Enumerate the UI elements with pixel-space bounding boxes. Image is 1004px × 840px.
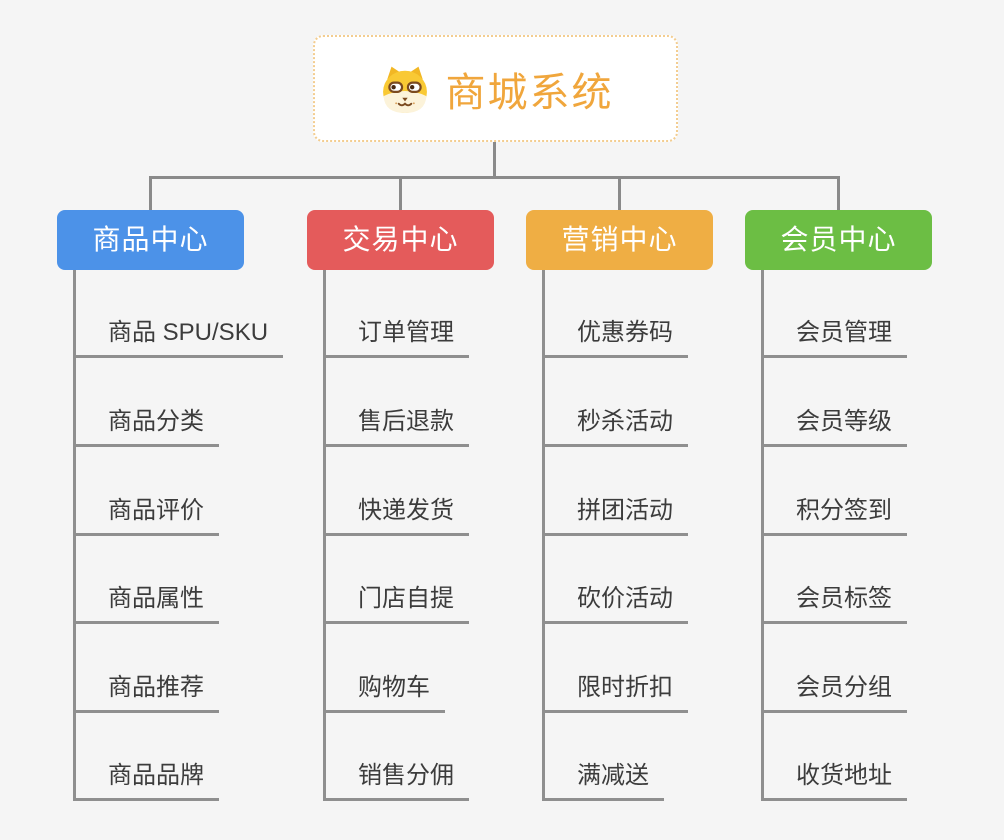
- leaf-topic[interactable]: 收货地址: [761, 761, 907, 801]
- branch-topic-marketing-center[interactable]: 营销中心: [526, 210, 713, 270]
- root-topic-title: 商城系统: [445, 70, 614, 115]
- leaf-topic[interactable]: 秒杀活动: [542, 407, 688, 447]
- leaf-topic[interactable]: 商品 SPU/SKU: [73, 318, 284, 358]
- leaf-topic[interactable]: 快递发货: [323, 496, 469, 536]
- leaf-topic[interactable]: 优惠券码: [542, 318, 688, 358]
- leaf-topic[interactable]: 门店自提: [323, 584, 469, 624]
- connector-root-stub: [493, 142, 496, 179]
- branch-member-center: 会员中心 会员管理 会员等级 积分签到 会员标签 会员分组 收货地址: [745, 210, 932, 810]
- leaf-topic[interactable]: 商品品牌: [73, 761, 219, 801]
- leaf-topic[interactable]: 会员等级: [761, 407, 907, 447]
- connector-drop-member: [837, 176, 840, 211]
- branch-marketing-center: 营销中心 优惠券码 秒杀活动 拼团活动 砍价活动 限时折扣 满减送: [526, 210, 713, 810]
- leaf-topic[interactable]: 售后退款: [323, 407, 469, 447]
- leaf-topic[interactable]: 订单管理: [323, 318, 469, 358]
- leaf-topic[interactable]: 拼团活动: [542, 496, 688, 536]
- leaf-topic[interactable]: 会员管理: [761, 318, 907, 358]
- leaf-topic[interactable]: 商品属性: [73, 584, 219, 624]
- connector-horizontal-trunk: [149, 176, 840, 179]
- branch-trade-center: 交易中心 订单管理 售后退款 快递发货 门店自提 购物车 销售分佣: [307, 210, 494, 810]
- root-topic[interactable]: 商城系统: [313, 35, 678, 142]
- leaf-topic[interactable]: 销售分佣: [323, 761, 469, 801]
- connector-drop-marketing: [618, 176, 621, 211]
- leaf-topic[interactable]: 购物车: [323, 673, 445, 713]
- leaf-topic[interactable]: 会员标签: [761, 584, 907, 624]
- leaf-topic[interactable]: 商品评价: [73, 496, 219, 536]
- leaf-topic[interactable]: 积分签到: [761, 496, 907, 536]
- leaf-topic[interactable]: 砍价活动: [542, 584, 688, 624]
- connector-drop-product: [149, 176, 152, 211]
- branch-product-center: 商品中心 商品 SPU/SKU 商品分类 商品评价 商品属性 商品推荐 商品品牌: [57, 210, 284, 810]
- connector-drop-trade: [399, 176, 402, 211]
- branch-topic-member-center[interactable]: 会员中心: [745, 210, 932, 270]
- leaf-topic[interactable]: 商品推荐: [73, 673, 219, 713]
- leaf-topic[interactable]: 限时折扣: [542, 673, 688, 713]
- leaf-topic[interactable]: 满减送: [542, 761, 664, 801]
- shiba-dog-icon: [378, 64, 432, 113]
- leaf-topic[interactable]: 会员分组: [761, 673, 907, 713]
- leaf-topic[interactable]: 商品分类: [73, 407, 219, 447]
- branch-topic-trade-center[interactable]: 交易中心: [307, 210, 494, 270]
- branch-topic-product-center[interactable]: 商品中心: [57, 210, 244, 270]
